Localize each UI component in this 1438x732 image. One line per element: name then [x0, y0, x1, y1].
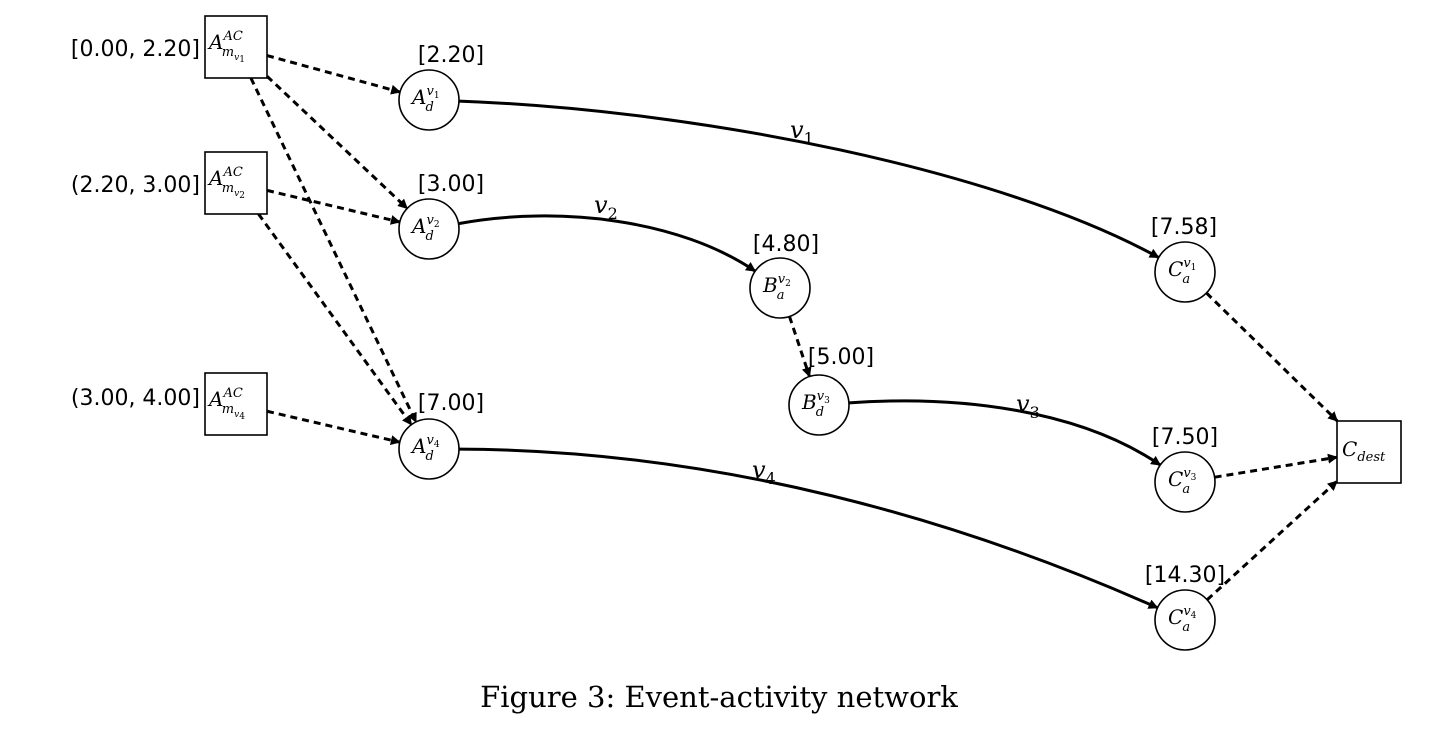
edge-ca3-cdest [1214, 453, 1338, 479]
edge-am1-ad1 [266, 54, 402, 95]
time-label-am1: [0.00, 2.20] [71, 37, 200, 62]
node-cdest: Cdest [1336, 420, 1402, 484]
time-label-ad2: [3.00] [418, 172, 484, 197]
edge-ad4-ca4 [458, 447, 1159, 610]
edge-label-bd3-ca3: v3 [1016, 390, 1040, 422]
edge-label-ad4-ca4: v4 [752, 456, 776, 488]
time-label-ba2: [4.80] [753, 232, 819, 257]
time-label-bd3: [5.00] [808, 345, 874, 370]
edge-ca4-cdest [1206, 480, 1339, 601]
time-label-ca1: [7.58] [1151, 215, 1217, 240]
edge-ca1-cdest [1205, 291, 1339, 423]
edge-ad2-ba2 [458, 214, 757, 273]
edge-am2-ad2 [266, 188, 401, 225]
time-label-ad1: [2.20] [418, 43, 484, 68]
edge-bd3-ca3 [848, 399, 1162, 467]
time-label-ca3: [7.50] [1152, 425, 1218, 450]
edge-ba2-bd3 [788, 315, 812, 378]
node-label-cdest: Cdest [1342, 437, 1386, 465]
time-label-ad4: [7.00] [418, 391, 484, 416]
edge-am1-ad2 [265, 75, 409, 210]
edge-ad1-ca1 [458, 99, 1160, 259]
edge-am4-ad4 [266, 409, 401, 446]
edge-label-ad1-ca1: v1 [790, 116, 814, 148]
edge-label-ad2-ba2: v2 [594, 191, 618, 223]
time-label-ca4: [14.30] [1145, 563, 1225, 588]
edge-am2-ad4 [257, 213, 413, 426]
time-label-am2: (2.20, 3.00] [71, 173, 200, 198]
time-label-am4: (3.00, 4.00] [71, 386, 200, 411]
figure-caption: Figure 3: Event-activity network [480, 680, 958, 714]
edge-am1-ad4 [249, 77, 418, 423]
